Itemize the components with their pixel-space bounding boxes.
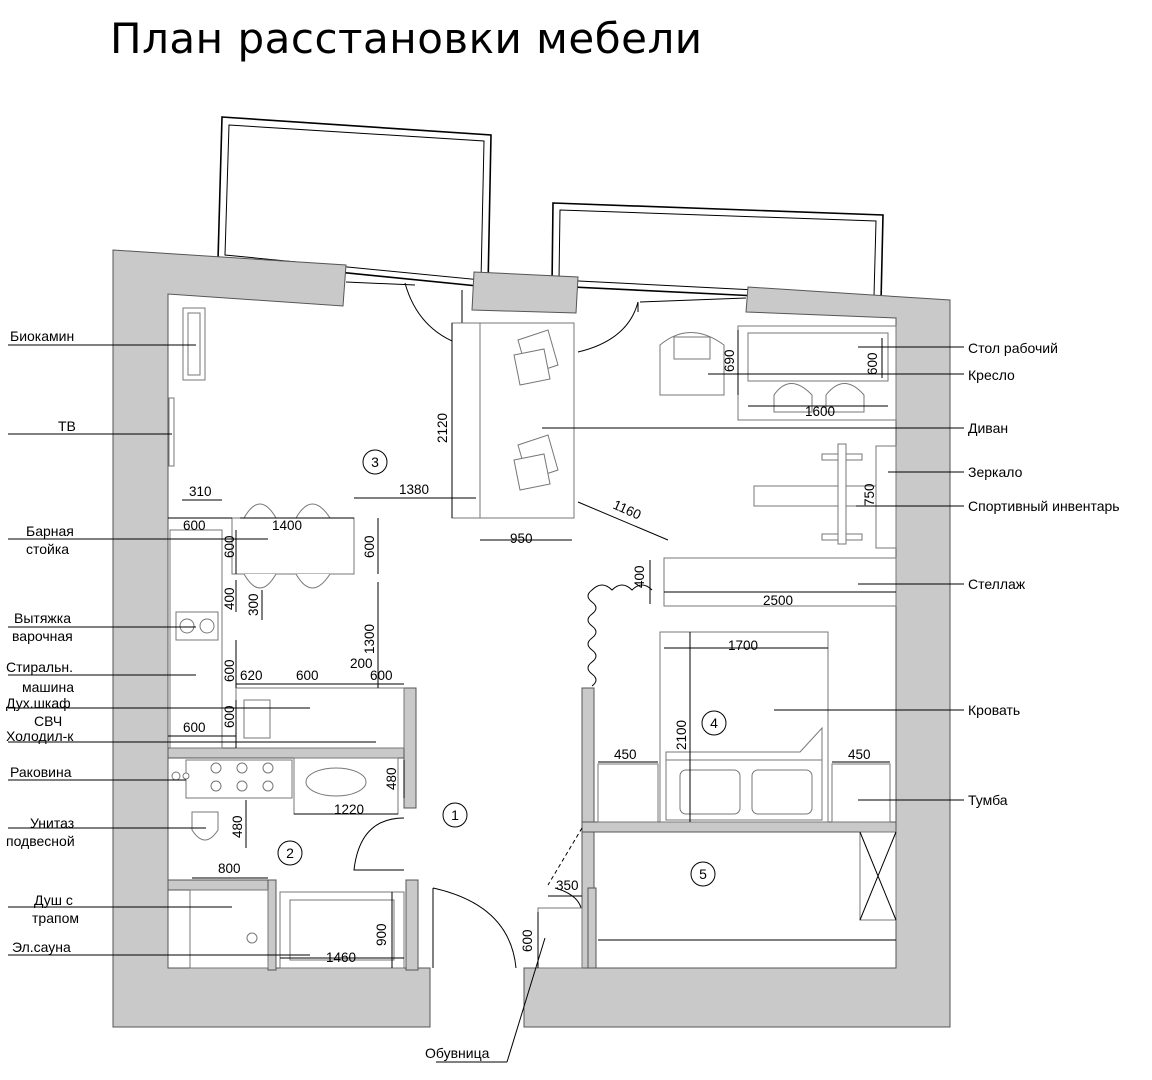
dimension-lines (168, 323, 896, 968)
label-bed: Кровать (968, 702, 1020, 718)
dim-600-k: 600 (222, 659, 237, 682)
balcony-right (551, 202, 884, 303)
sport-equipment (753, 443, 877, 545)
nightstand-left (597, 763, 659, 823)
left-labels: Биокамин ТВ Барная стойка Вытяжка варочн… (6, 328, 490, 1061)
label-bar-2: стойка (26, 541, 69, 557)
label-toilet-2: подвесной (6, 833, 75, 849)
label-sink: Раковина (10, 764, 72, 780)
exterior-walls (112, 249, 951, 1028)
label-shower-2: трапом (32, 910, 79, 926)
dim-600-bar: 600 (183, 518, 206, 533)
dim-1380: 1380 (399, 482, 429, 497)
room-numbers: 3 1 2 4 5 (277, 449, 727, 887)
dim-950: 950 (510, 531, 533, 546)
label-toilet-1: Унитаз (30, 815, 74, 831)
wardrobe (598, 831, 897, 941)
armchair (659, 332, 725, 396)
label-washer-1: Стиральн. (6, 659, 73, 675)
interior-walls (167, 687, 897, 971)
dim-600-fridge-v: 600 (222, 705, 237, 728)
dim-310: 310 (189, 484, 212, 499)
dim-2120: 2120 (435, 413, 450, 443)
room-5: 5 (699, 866, 707, 882)
dim-600-desk: 600 (865, 352, 880, 375)
sofa (451, 322, 575, 519)
dim-480-wc: 480 (230, 815, 245, 838)
label-oven: Дух.шкаф (6, 695, 71, 711)
label-washer-2: машина (22, 679, 74, 695)
label-sport: Спортивный инвентарь (968, 498, 1120, 514)
dim-600-bar-r: 600 (362, 535, 377, 558)
label-nightstand: Тумба (968, 792, 1008, 808)
room-3: 3 (371, 454, 379, 470)
kitchen-cabinets (169, 529, 405, 749)
dim-1460: 1460 (326, 950, 356, 965)
dim-1300: 1300 (362, 624, 377, 654)
dim-1160: 1160 (611, 497, 644, 523)
nightstand-right (831, 763, 891, 823)
label-shelving: Стеллаж (968, 576, 1026, 592)
dim-200: 200 (350, 656, 373, 671)
label-mirror: Зеркало (968, 464, 1023, 480)
dim-1400: 1400 (272, 518, 302, 533)
label-fridge: Холодил-к (6, 728, 74, 744)
right-labels: Стол рабочий Кресло Диван Зеркало Спорти… (968, 340, 1120, 808)
dim-900: 900 (374, 923, 389, 946)
dim-600-fridge: 600 (183, 720, 206, 735)
dim-600-k3: 600 (370, 668, 393, 683)
room-1: 1 (451, 807, 459, 823)
dim-600-k2: 600 (296, 668, 319, 683)
dim-600-bar-v: 600 (222, 535, 237, 558)
label-biokamin: Биокамин (10, 328, 74, 344)
page-title: План расстановки мебели (110, 14, 703, 63)
dim-300: 300 (246, 593, 261, 616)
bathroom-fixtures (171, 757, 405, 969)
dim-600-shoe: 600 (520, 929, 535, 952)
dim-400-shelf: 400 (632, 565, 647, 588)
leader-lines (8, 344, 964, 1063)
shelving (663, 557, 897, 607)
dim-750: 750 (862, 483, 877, 506)
room-2: 2 (286, 845, 294, 861)
dim-1220: 1220 (334, 802, 364, 817)
label-sauna: Эл.сауна (12, 939, 71, 955)
dim-480-sink: 480 (384, 767, 399, 790)
label-microwave: СВЧ (34, 713, 62, 729)
room-4: 4 (710, 715, 718, 731)
dim-2100: 2100 (674, 720, 689, 750)
dim-1700: 1700 (728, 638, 758, 653)
label-tv: ТВ (58, 418, 76, 434)
label-bar-1: Барная (26, 523, 74, 539)
label-hood-1: Вытяжка (14, 610, 71, 626)
dim-620: 620 (240, 668, 263, 683)
dim-450-right: 450 (848, 747, 871, 762)
desk (737, 325, 897, 421)
dimension-texts: 2120 690 600 1600 1380 1160 950 750 310 … (183, 349, 880, 965)
label-armchair: Кресло (968, 367, 1015, 383)
dim-690: 690 (722, 349, 737, 372)
dim-450-left: 450 (614, 747, 637, 762)
label-shoe-rack: Обувница (425, 1045, 490, 1061)
label-sofa: Диван (968, 420, 1008, 436)
dim-800: 800 (218, 861, 241, 876)
bed (659, 631, 829, 823)
dim-400-k: 400 (222, 587, 237, 610)
bar-counter (231, 503, 355, 589)
dim-1600: 1600 (805, 404, 835, 419)
label-hood-2: варочная (12, 628, 73, 644)
curtain (587, 584, 653, 687)
tv (168, 397, 175, 467)
mirror (875, 445, 897, 549)
label-desk: Стол рабочий (968, 340, 1058, 356)
dim-2500: 2500 (763, 593, 793, 608)
label-shower-1: Душ с (34, 892, 73, 908)
dim-350: 350 (556, 878, 579, 893)
biokamin (182, 307, 206, 381)
